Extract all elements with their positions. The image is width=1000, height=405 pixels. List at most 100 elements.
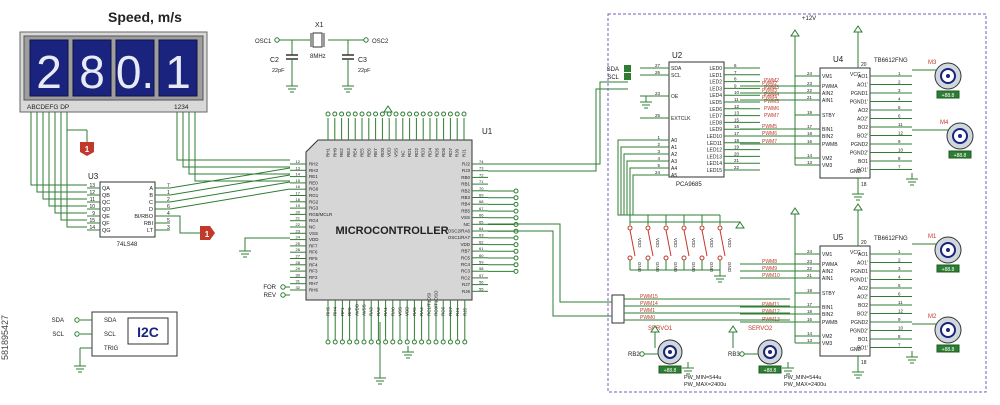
pin-name: AVDD: [354, 303, 359, 316]
pin-name: RD0: [380, 148, 385, 157]
pin-name: RG1: [309, 193, 319, 198]
pin-name: LED13: [707, 154, 723, 160]
pin-number: 63: [479, 233, 484, 238]
pin-number: 17: [807, 124, 813, 129]
mcu-body: [305, 139, 473, 301]
pin-name: SDA: [671, 66, 682, 72]
pin-number: 18: [807, 309, 813, 314]
pin-number: 14: [89, 225, 95, 231]
pwm-net-label: PWM11: [762, 302, 780, 308]
pin-number: 3: [167, 225, 170, 231]
pin-name: AO2: [858, 108, 868, 114]
pin-number: 9: [92, 211, 95, 217]
pin-name: B: [149, 193, 153, 199]
pin-number: 1: [167, 190, 170, 196]
pin-number: 13: [807, 338, 813, 343]
pin-name: PGND1': [850, 100, 868, 106]
pin-number: 25: [296, 241, 301, 246]
motor-speed-tag: [936, 344, 960, 353]
servo-shaft: [768, 350, 772, 354]
pin-name: PGND2': [850, 329, 868, 335]
servo-angle-value: +88.8: [764, 368, 777, 374]
pin-name: VDD: [460, 242, 470, 247]
segment-labels: ABCDEFG DP: [27, 104, 69, 111]
pin-number: 24: [655, 170, 661, 175]
capacitor-ref: C2: [270, 57, 279, 64]
pin-name: RG4: [309, 218, 319, 223]
pin-name: RA0: [390, 307, 395, 316]
pin-name: PWMB: [822, 142, 838, 148]
servo-ref: SERVO2: [748, 326, 773, 332]
pin-name: VSS: [461, 215, 470, 220]
i2c-label: I2C: [137, 324, 159, 340]
pin-number: 17: [807, 302, 813, 307]
pin-number: 9: [898, 317, 901, 322]
pin-name: RE6: [366, 148, 371, 157]
pin-name: RJ2: [462, 162, 470, 167]
pin-name: RE1: [309, 174, 318, 179]
pin-name: AVSS: [362, 304, 367, 316]
pin-number: 11: [898, 300, 903, 305]
pin-number: 8: [898, 156, 901, 161]
dc-motor: M3+88.8: [912, 60, 962, 99]
pwm-net-label: PWM4: [764, 92, 779, 98]
pin-name: RF4: [309, 262, 318, 267]
pin-name: RJ5: [462, 308, 467, 316]
pin-name: AO1': [857, 83, 868, 89]
servo-net-label: RB3: [728, 352, 740, 358]
i2c-pin-name: SDA: [104, 318, 116, 324]
pin-number: 7: [898, 343, 901, 348]
pin-number: 32: [296, 285, 301, 290]
pin-name: RD6: [441, 148, 446, 157]
pin-name: LED0: [709, 66, 722, 72]
pin-name: OSC1/RA7: [448, 235, 471, 240]
motor-speed-value: +88.8: [942, 347, 955, 353]
pin-name: A4: [671, 166, 677, 172]
i2c-pin-name: TRIG: [104, 346, 119, 352]
pin-number: 5: [898, 283, 901, 288]
pin-name: RA3: [369, 307, 374, 316]
pin-name: NC: [400, 150, 405, 157]
pin-number: 2: [898, 80, 901, 85]
pin-name: QF: [102, 221, 110, 227]
pin-number: 68: [479, 199, 484, 204]
motor-speed-value: +88.8: [942, 93, 955, 99]
flag-label: 1: [85, 145, 90, 154]
pin-number: 17: [734, 131, 740, 136]
flag-label: 1: [205, 230, 210, 239]
pwm-net-label: PWM15: [640, 294, 658, 300]
pwm-net-label: PWM0: [640, 315, 655, 321]
pin-name: VM3: [822, 341, 833, 347]
pin-number: 4: [898, 97, 901, 102]
pin-number: 16: [296, 184, 301, 189]
servo-ref: SERVO1: [648, 326, 673, 332]
pin-name: RF1: [340, 307, 345, 316]
motor-label: M1: [928, 234, 937, 240]
pwm-net-label: PWM14: [640, 301, 658, 307]
jumper-contact: [663, 225, 669, 231]
pin-number: 3: [898, 266, 901, 271]
pin-number: 2: [898, 258, 901, 263]
dc-motor: M4+88.8: [912, 120, 974, 159]
pin-number: 20: [734, 151, 740, 156]
digit-cell: [158, 39, 198, 97]
pin-number: 19: [296, 203, 301, 208]
jumper-contact: [645, 255, 651, 261]
mcu-label: MICROCONTROLLER: [335, 225, 448, 237]
pin-name: PGND1: [851, 91, 868, 97]
driver-body: [819, 67, 871, 179]
pin-name: BIN2: [822, 134, 833, 140]
pin-number: 5: [657, 163, 660, 168]
dc-motor: M2+88.8: [912, 314, 962, 353]
pin-name: AIN1: [822, 276, 833, 282]
pin-name: BO1: [858, 159, 868, 165]
pin-name: AO1': [857, 261, 868, 267]
pin-number: 11: [90, 197, 95, 203]
pin-name: RD7: [448, 148, 453, 157]
pin-name: LED8: [709, 120, 722, 126]
digit-value: 1: [165, 46, 191, 98]
